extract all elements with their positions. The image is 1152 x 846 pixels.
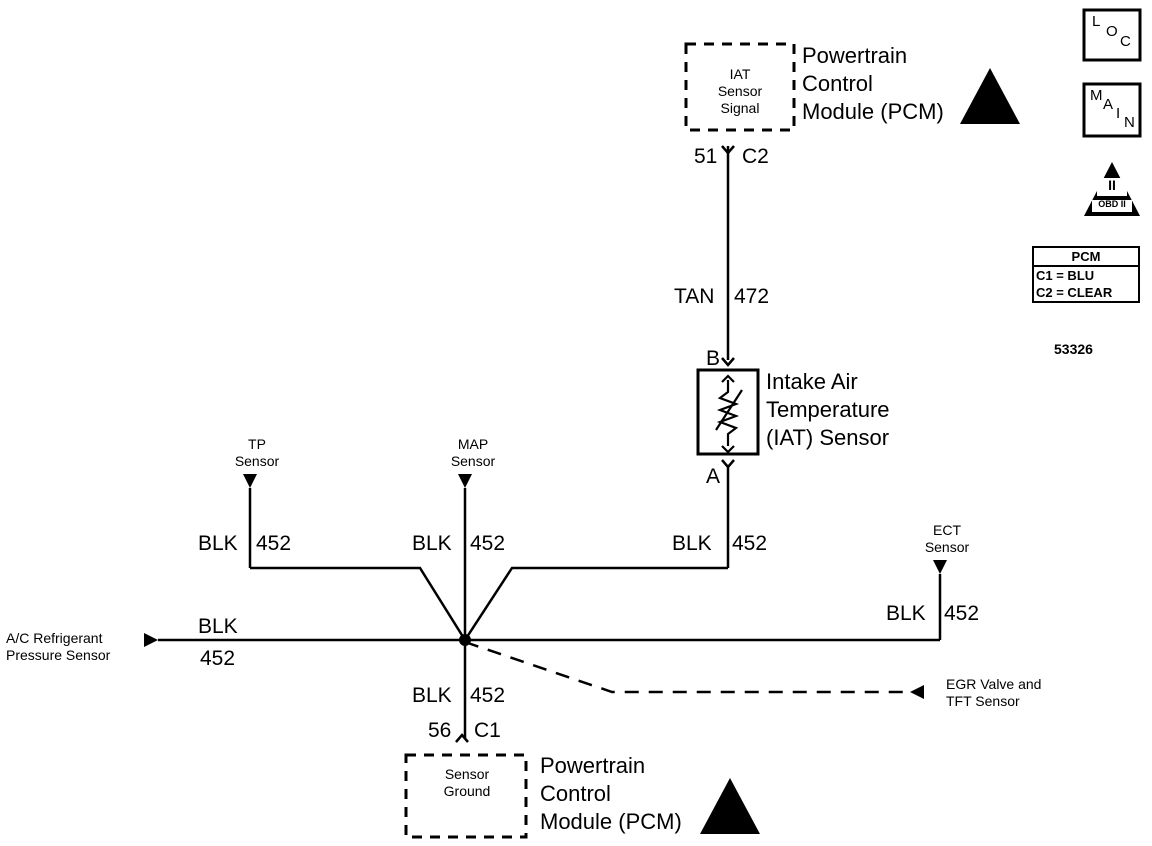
ac-sensor-arrow (144, 633, 158, 647)
legend-title: PCM (1034, 248, 1138, 267)
pcm-wire-circuit: 452 (470, 684, 506, 707)
terminal-b-symbol (721, 357, 735, 367)
wire-tp-to-splice (250, 566, 467, 641)
pcm-top-title-line2: Control (802, 71, 873, 96)
main-icon-i: I (1116, 105, 1121, 122)
egr-sensor-label: EGR Valve and TFT Sensor (946, 676, 1042, 709)
pcm-bottom-pin-number: 56 (428, 719, 452, 742)
pcm-bottom-box (404, 753, 528, 839)
tp-wire-color: BLK (198, 532, 238, 555)
ac-sensor-label: A/C Refrigerant Pressure Sensor (6, 630, 111, 663)
obd-ii-roman: II (1108, 177, 1116, 193)
wire-iat-to-splice (463, 566, 728, 641)
main-icon-n: N (1124, 114, 1135, 131)
main-icon-box (1082, 82, 1142, 138)
map-sensor-arrow (458, 474, 472, 488)
pcm-top-pin-label: IAT Sensor Signal (717, 66, 763, 116)
iat-sensor-body (696, 368, 760, 456)
iat-wire-color: BLK (672, 532, 712, 555)
map-wire-circuit: 452 (470, 532, 506, 555)
iat-terminal-a: A (706, 465, 721, 488)
pcm-wire-color: BLK (412, 684, 452, 707)
esd-warning-icon-bottom (700, 778, 760, 834)
ac-wire-color: BLK (198, 615, 238, 638)
iat-wire-circuit: 452 (732, 532, 768, 555)
pcm-top-connector: C2 (742, 145, 769, 168)
pcm-bottom-title-line2: Control (540, 781, 611, 806)
iat-title-line3: (IAT) Sensor (766, 425, 890, 450)
iat-title-line1: Intake Air (766, 369, 858, 394)
connector-c2-symbol (721, 145, 735, 155)
tp-wire-circuit: 452 (256, 532, 292, 555)
pcm-top-pin-number: 51 (694, 145, 718, 168)
loc-icon-l: L (1092, 13, 1101, 30)
pcm-top-title-line3: Module (PCM) (802, 99, 944, 124)
terminal-a-symbol (721, 459, 735, 469)
loc-icon-o: O (1106, 23, 1118, 40)
iat-terminal-b: B (706, 347, 721, 370)
ac-wire-circuit: 452 (200, 647, 236, 670)
ect-wire-color: BLK (886, 602, 926, 625)
connector-c1-symbol (455, 733, 469, 743)
signal-wire-circuit: 472 (734, 285, 770, 308)
pcm-bottom-title-line3: Module (PCM) (540, 809, 682, 834)
map-sensor-label: MAP Sensor (450, 436, 496, 469)
ground-splice (459, 634, 471, 646)
main-icon-a: A (1103, 96, 1114, 113)
tp-sensor-label: TP Sensor (234, 436, 280, 469)
pcm-bottom-connector: C1 (474, 719, 501, 742)
tp-sensor-arrow (243, 474, 257, 488)
esd-warning-icon-top (960, 68, 1020, 124)
legend-row-c1: C1 = BLU (1036, 268, 1095, 283)
pcm-top-box (684, 42, 796, 132)
figure-number: 53326 (1054, 341, 1093, 357)
pcm-bottom-title-line1: Powertrain (540, 753, 646, 778)
pcm-top-title-line1: Powertrain (802, 43, 908, 68)
ect-wire-circuit: 452 (944, 602, 980, 625)
wire-egr-dashed (464, 640, 910, 694)
map-wire-color: BLK (412, 532, 452, 555)
iat-title-line2: Temperature (766, 397, 890, 422)
ect-sensor-arrow (933, 560, 947, 574)
legend-row-c2: C2 = CLEAR (1036, 285, 1113, 300)
egr-sensor-arrow (910, 685, 924, 699)
main-icon-m: M (1090, 87, 1103, 104)
pcm-bottom-pin-label: Sensor Ground (443, 766, 491, 799)
loc-icon-box (1082, 8, 1142, 62)
loc-icon-c: C (1120, 33, 1131, 50)
obd-ii-text: OBD II (1098, 199, 1126, 209)
signal-wire-color: TAN (674, 285, 715, 308)
ect-sensor-label: ECT Sensor (924, 522, 970, 555)
pcm-connector-legend: PCM C1 = BLU C2 = CLEAR (1032, 246, 1140, 303)
